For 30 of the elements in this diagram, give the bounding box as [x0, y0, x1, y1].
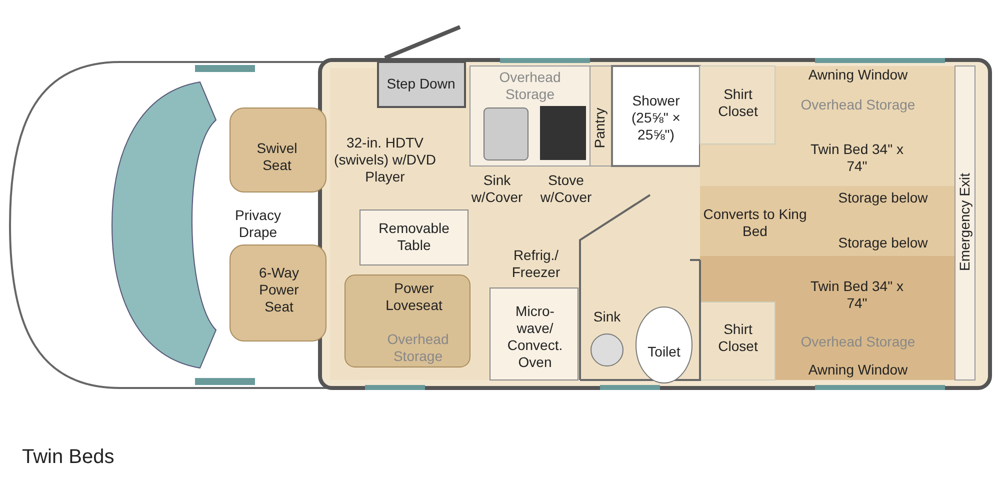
area-label: Shirt Closet — [717, 86, 759, 120]
area-label: Removable Table — [378, 220, 450, 254]
area-label: Swivel Seat — [256, 140, 298, 174]
area-label: Toilet — [646, 344, 682, 360]
area-label: Shower (25⅝" × 25⅝") — [630, 92, 682, 144]
area-label: 32-in. HDTV (swivels) w/DVD Player — [333, 134, 437, 186]
area-label: Stove w/Cover — [539, 172, 593, 206]
area-label: Storage below — [837, 234, 929, 252]
area-label: Sink w/Cover — [470, 172, 524, 206]
caption: Twin Beds — [22, 446, 114, 469]
area-label: Storage below — [837, 190, 929, 206]
area-label: Overhead Storage — [800, 96, 916, 114]
area-label: Overhead Storage — [386, 331, 450, 365]
area-label: Overhead Storage — [498, 69, 562, 103]
area-label: Power Loveseat — [384, 280, 444, 314]
area-label: Twin Bed 34" x 74" — [810, 278, 904, 312]
area-label: Sink — [592, 308, 622, 326]
area-label: Privacy Drape — [234, 207, 282, 241]
area-label: Awning Window — [807, 362, 909, 378]
area-label: 6-Way Power Seat — [258, 264, 300, 316]
area-label: Converts to King Bed — [702, 206, 808, 240]
area-label: Emergency Exit — [956, 172, 974, 272]
area-label: Overhead Storage — [800, 334, 916, 350]
area-label: Micro- wave/ Convect. Oven — [506, 303, 564, 371]
area-label: Awning Window — [807, 66, 909, 84]
area-label: Twin Bed 34" x 74" — [810, 141, 904, 175]
area-label: Refrig./ Freezer — [510, 247, 562, 281]
area-label: Step Down — [386, 76, 456, 92]
area-label: Pantry — [592, 108, 608, 148]
area-label: Shirt Closet — [717, 321, 759, 355]
